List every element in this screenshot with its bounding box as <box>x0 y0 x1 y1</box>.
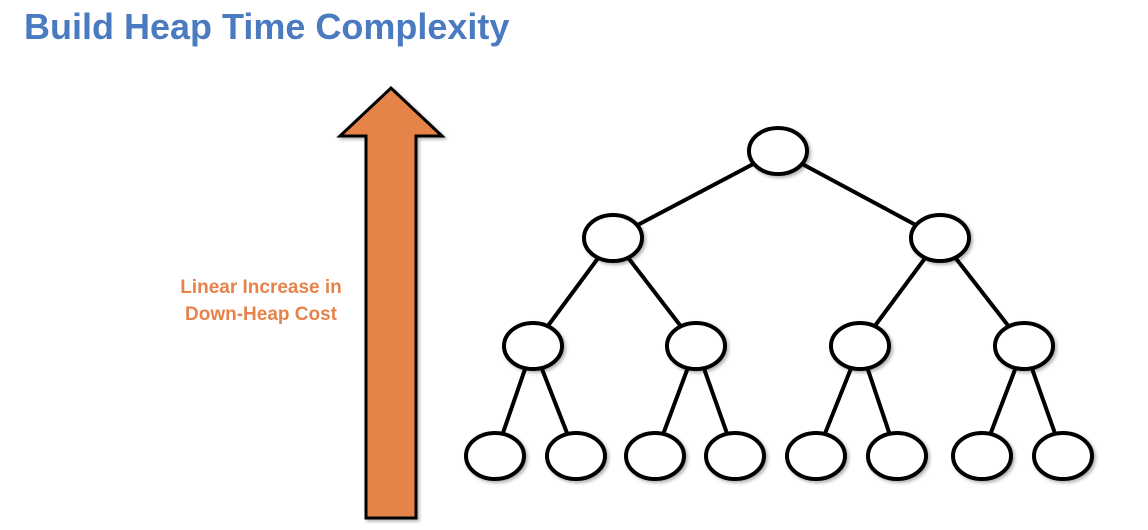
tree-node <box>747 126 809 176</box>
tree-nodes <box>464 126 1094 481</box>
tree-node <box>909 213 971 263</box>
tree-edge <box>612 149 779 240</box>
tree-node <box>704 431 766 481</box>
tree-node <box>866 431 928 481</box>
tree-edge <box>777 149 941 240</box>
tree-node <box>785 431 847 481</box>
tree-node <box>502 321 564 371</box>
tree-node <box>951 431 1013 481</box>
tree-node <box>993 321 1055 371</box>
arrow-label-line2: Down-Heap Cost <box>185 304 337 325</box>
up-arrow-icon <box>336 85 446 520</box>
slide-title: Build Heap Time Complexity <box>24 6 510 47</box>
arrow-label: Linear Increase in Down-Heap Cost <box>156 274 366 328</box>
tree-node <box>624 431 686 481</box>
tree-node <box>1032 431 1094 481</box>
tree-node <box>545 431 607 481</box>
tree-node <box>829 321 891 371</box>
tree-node <box>464 431 526 481</box>
tree-node <box>582 213 644 263</box>
arrow-label-line1: Linear Increase in <box>180 277 342 298</box>
tree-edges <box>493 149 1065 457</box>
tree-node <box>665 321 727 371</box>
